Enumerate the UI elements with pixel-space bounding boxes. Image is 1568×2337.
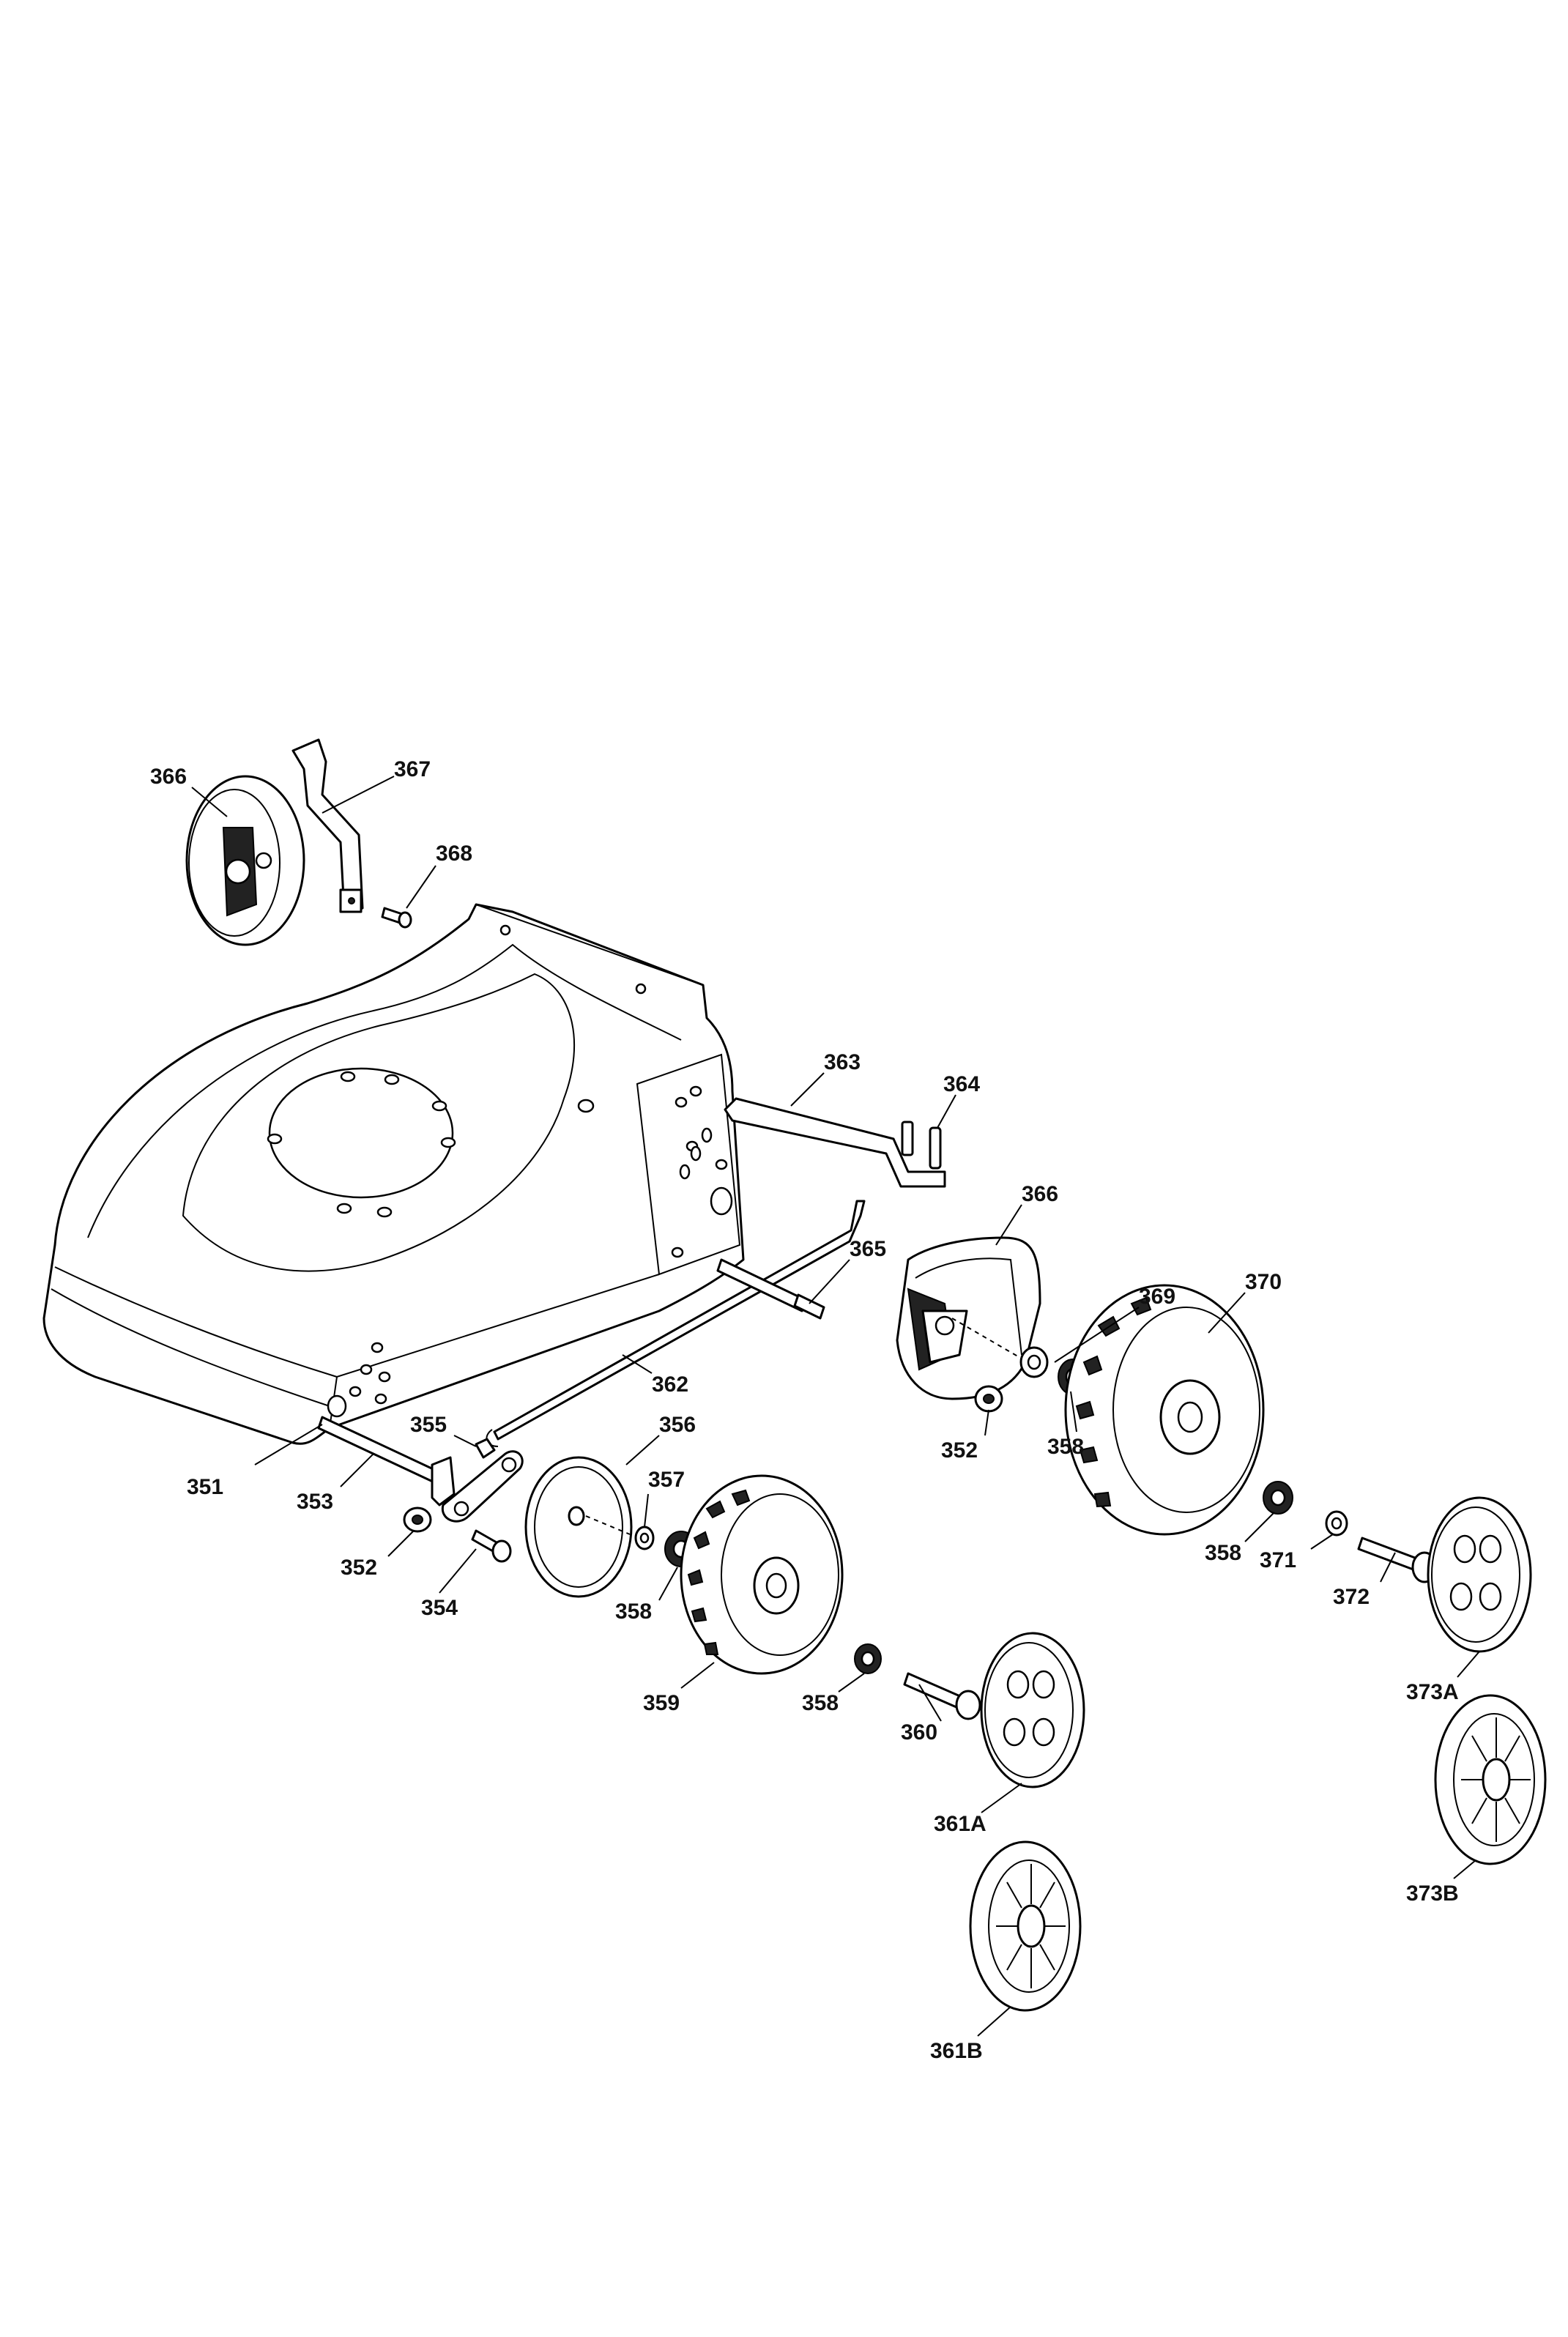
callout-373a: 373A (1406, 1680, 1459, 1704)
callout-353: 353 (297, 1490, 333, 1514)
bolt-354 (471, 1529, 512, 1563)
callout-labels: 366 367 368 363 364 366 365 369 370 362 … (150, 757, 1459, 2063)
callout-359: 359 (643, 1691, 680, 1715)
callout-372: 372 (1333, 1585, 1370, 1609)
washer-371 (1325, 1510, 1348, 1537)
callout-356: 356 (659, 1413, 696, 1437)
nut-left (403, 1506, 432, 1533)
bearing-rear-outer (1263, 1481, 1293, 1515)
callout-352-right: 352 (941, 1438, 978, 1463)
front-wheel (680, 1474, 844, 1675)
callout-358-rear-inner: 358 (1047, 1435, 1084, 1459)
callout-355: 355 (410, 1413, 447, 1437)
axle-bracket-rod (317, 1416, 456, 1506)
callout-373b: 373B (1406, 1881, 1459, 1906)
flap-spring (291, 738, 364, 913)
washer-357 (634, 1526, 655, 1550)
callout-362: 362 (652, 1372, 688, 1397)
axle-bolt-front (903, 1672, 981, 1720)
hubcap-361b (969, 1840, 1082, 2012)
callout-365: 365 (850, 1237, 886, 1261)
callout-357: 357 (648, 1468, 685, 1492)
callout-363: 363 (824, 1050, 861, 1074)
mower-deck (42, 903, 745, 1445)
bearing-front-outer (854, 1643, 882, 1674)
callout-361b: 361B (930, 2039, 983, 2063)
hubcap-373b (1434, 1694, 1547, 1865)
callout-358-front-left: 358 (615, 1600, 652, 1624)
callout-352-left: 352 (341, 1556, 377, 1580)
threaded-rod (716, 1258, 825, 1320)
rear-wheel (1064, 1284, 1265, 1536)
axle-bolt-rear (1357, 1537, 1438, 1583)
rear-axle (724, 1097, 946, 1188)
hubcap-373a (1427, 1496, 1532, 1653)
wheel-disc (524, 1456, 633, 1598)
callout-366-upper: 366 (150, 765, 187, 789)
rear-flap-upper (185, 775, 305, 946)
callout-361a: 361A (934, 1812, 986, 1836)
nut-right (974, 1385, 1003, 1413)
callout-351: 351 (187, 1475, 223, 1499)
leader-lines (191, 776, 1480, 2037)
callout-366-lower: 366 (1022, 1182, 1058, 1206)
callout-354: 354 (421, 1596, 458, 1620)
callout-370: 370 (1245, 1270, 1282, 1294)
callout-358-rear-outer: 358 (1205, 1541, 1241, 1565)
callout-368: 368 (436, 841, 472, 866)
callout-364: 364 (943, 1072, 980, 1096)
callout-369: 369 (1139, 1285, 1175, 1309)
pin (929, 1126, 942, 1170)
callout-360: 360 (901, 1720, 937, 1745)
callout-371: 371 (1260, 1548, 1296, 1572)
hubcap-361a (980, 1632, 1085, 1788)
height-adjuster-plate (441, 1438, 524, 1523)
callout-358-front-outer: 358 (802, 1691, 839, 1715)
screw (381, 907, 412, 929)
rear-flap-lower (896, 1236, 1041, 1400)
spacer-369 (951, 1318, 1049, 1378)
callout-367: 367 (394, 757, 431, 781)
